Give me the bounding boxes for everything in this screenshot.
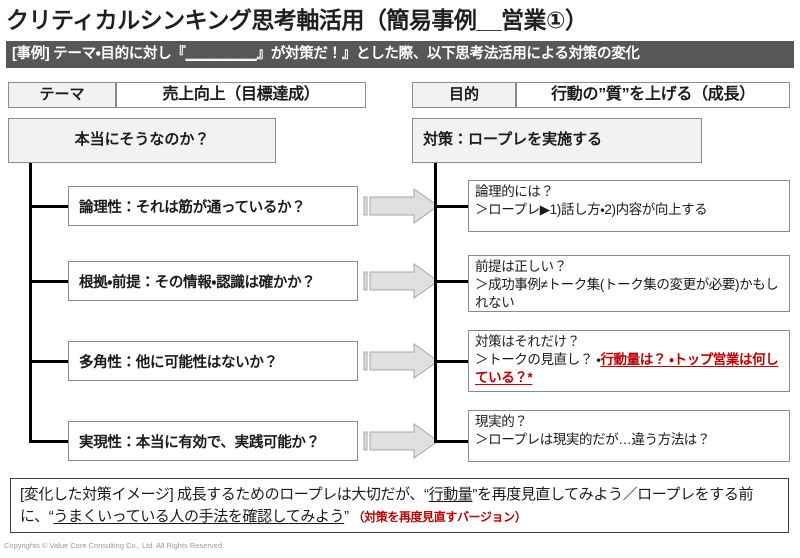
left-tree-branch-3: [29, 360, 69, 363]
summary-part1: [変化した対策イメージ] 成長するためのロープレは大切だが、“: [20, 486, 429, 503]
answer-question-1: 論理的には？: [475, 184, 554, 199]
summary-underline1: 行動量: [428, 486, 473, 503]
summary-underline2: うまくいっている人の手法を確認してみよう: [53, 507, 345, 525]
answer-box-4: 現実的？ ＞ロープレは現実的だが…違う方法は？: [468, 410, 790, 462]
right-tree-trunk: [434, 163, 437, 443]
right-arrow-icon-2: [362, 261, 440, 301]
right-tree-branch-2: [434, 280, 468, 283]
axis-question-1: ：それは筋が通っているか？: [121, 199, 306, 216]
axis-name-3: 多角性: [79, 354, 122, 371]
summary-part2: ”を再度見直してみよう／ロープレをする前に、“: [20, 486, 754, 525]
answer-text-4: ＞ロープレは現実的だが…違う方法は？: [475, 432, 710, 448]
axis-question-2: ：その情報・認識は確かか？: [140, 274, 316, 291]
right-premise-box: 対策：ロープレを実施する: [412, 118, 702, 163]
subtitle-blank: ＿＿＿＿＿: [185, 46, 257, 62]
answer-text-3: ＞トークの見直し？ ・行動量は？ ・トップ営業は何している？*: [475, 351, 785, 387]
axis-box-4: 実現性 ：本当に有効で、実践可能か？: [68, 421, 358, 461]
answer-text-3-black: ＞トークの見直し？ ・: [475, 352, 601, 368]
axis-box-1: 論理性 ：それは筋が通っているか？: [68, 186, 358, 226]
right-tree-branch-3: [434, 360, 468, 363]
left-tree-trunk: [29, 163, 32, 443]
right-arrow-icon-4: [362, 421, 440, 461]
page-title: クリティカルシンキング思考軸活用（簡易事例__営業①）: [6, 7, 588, 33]
axis-question-4: ：本当に有効で、実践可能か？: [121, 434, 321, 451]
answer-text-2: ＞成功事例≠トーク集(トーク集の変更が必要)かもしれない: [475, 277, 779, 311]
axis-name-1: 論理性: [79, 199, 122, 216]
summary-part3: ”: [344, 507, 353, 525]
answer-question-4: 現実的？: [475, 414, 528, 429]
right-tree-branch-4: [434, 440, 468, 443]
answer-box-1: 論理的には？ ＞ロープレ▶1)話し方・2)内容が向上する: [468, 180, 790, 232]
answer-question-2: 前提は正しい？: [475, 259, 567, 274]
subtitle-suffix: 』が対策だ！』とした際、以下思考法活用による対策の変化: [256, 46, 640, 62]
case-subtitle-band: [事例] テーマ・目的に対し『＿＿＿＿＿』が対策だ！』とした際、以下思考法活用に…: [6, 41, 794, 68]
left-header-label: テーマ: [8, 82, 116, 108]
answer-text-1: ＞ロープレ▶1)話し方・2)内容が向上する: [475, 202, 708, 218]
subtitle-prefix: [事例] テーマ・目的に対し『: [12, 46, 186, 62]
summary-note: （対策を再度見直すバージョン）: [352, 509, 527, 524]
left-premise-box: 本当にそうなのか？: [8, 118, 276, 163]
axis-name-4: 実現性: [79, 434, 122, 451]
answer-question-3: 対策はそれだけ？: [475, 334, 580, 349]
answer-box-2: 前提は正しい？ ＞成功事例≠トーク集(トーク集の変更が必要)かもしれない: [468, 255, 790, 312]
axis-box-3: 多角性 ：他に可能性はないか？: [68, 341, 358, 381]
left-tree-branch-2: [29, 280, 69, 283]
answer-text-3-highlight: 行動量は？ ・トップ営業は何している？*: [475, 352, 779, 386]
left-tree-branch-4: [29, 440, 69, 443]
answer-box-3: 対策はそれだけ？ ＞トークの見直し？ ・行動量は？ ・トップ営業は何している？*: [468, 330, 790, 392]
right-arrow-icon-3: [362, 341, 440, 381]
copyright-text: Copyrights © Value Core Consulting Co., …: [4, 541, 225, 550]
right-tree-branch-1: [434, 205, 468, 208]
left-tree-branch-1: [29, 205, 69, 208]
right-arrow-icon-1: [362, 186, 440, 226]
axis-box-2: 根拠・前提 ：その情報・認識は確かか？: [68, 261, 358, 301]
axis-name-2: 根拠・前提: [79, 274, 141, 291]
axis-question-3: ：他に可能性はないか？: [121, 354, 279, 371]
right-header-label: 目的: [412, 82, 516, 108]
left-header-value: 売上向上（目標達成）: [116, 82, 366, 108]
summary-box: [変化した対策イメージ] 成長するためのロープレは大切だが、“行動量”を再度見直…: [10, 478, 789, 533]
right-header-value: 行動の”質”を上げる（成長）: [516, 82, 790, 108]
